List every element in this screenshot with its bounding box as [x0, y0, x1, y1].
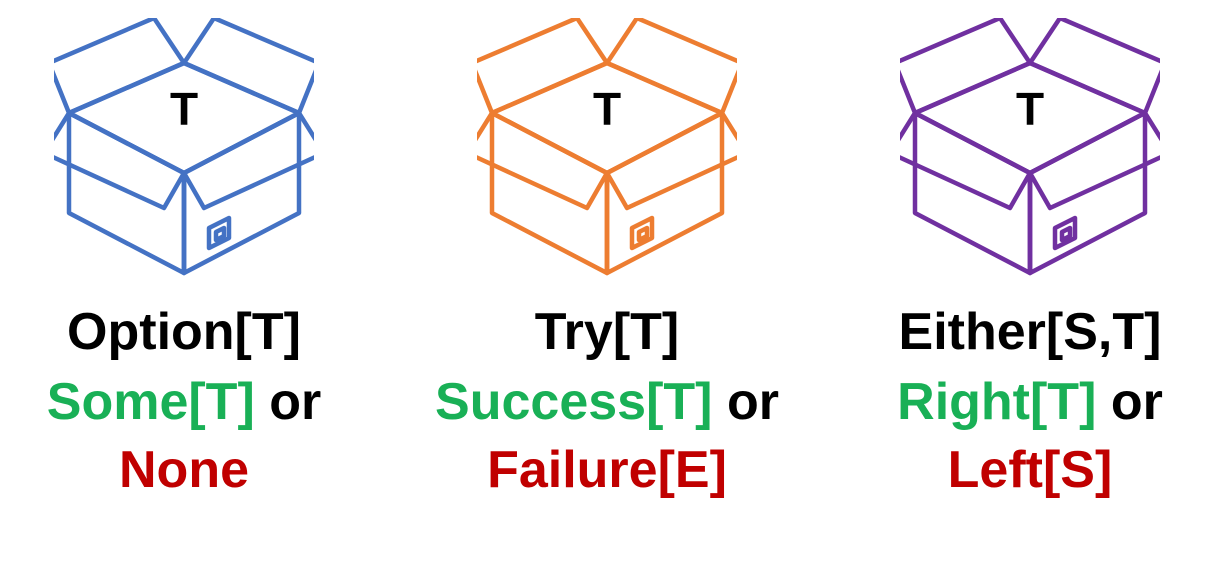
either-success-name: Right[T] [897, 373, 1097, 431]
try-type-name: Try[T] [534, 303, 680, 361]
either-or-word: or [1096, 373, 1163, 431]
open-box-icon [477, 18, 737, 276]
option-success-line: Some[T] or [0, 372, 384, 432]
option-column: T Option[T] Some[T] or None [0, 0, 384, 564]
option-box-icon: T [54, 18, 314, 278]
option-or-word: or [254, 373, 322, 431]
either-box-icon: T [900, 18, 1160, 278]
box-letter: T [1015, 83, 1045, 135]
either-success-line: Right[T] or [830, 372, 1212, 432]
try-success-line: Success[T] or [407, 372, 807, 432]
either-column: T Either[S,T] Right[T] or Left[S] [830, 0, 1212, 564]
open-box-icon [54, 18, 314, 276]
open-box-icon [900, 18, 1160, 276]
option-failure-name: None [119, 441, 249, 499]
try-or-word: or [712, 373, 779, 431]
try-box-icon: T [477, 18, 737, 278]
either-type-name: Either[S,T] [898, 303, 1162, 361]
either-failure-name: Left[S] [947, 441, 1113, 499]
option-type-name: Option[T] [67, 303, 301, 361]
try-column: T Try[T] Success[T] or Failure[E] [407, 0, 807, 564]
option-success-name: Some[T] [46, 373, 255, 431]
try-success-name: Success[T] [435, 373, 713, 431]
try-failure-name: Failure[E] [487, 441, 727, 499]
box-letter: T [592, 83, 622, 135]
box-letter: T [169, 83, 199, 135]
